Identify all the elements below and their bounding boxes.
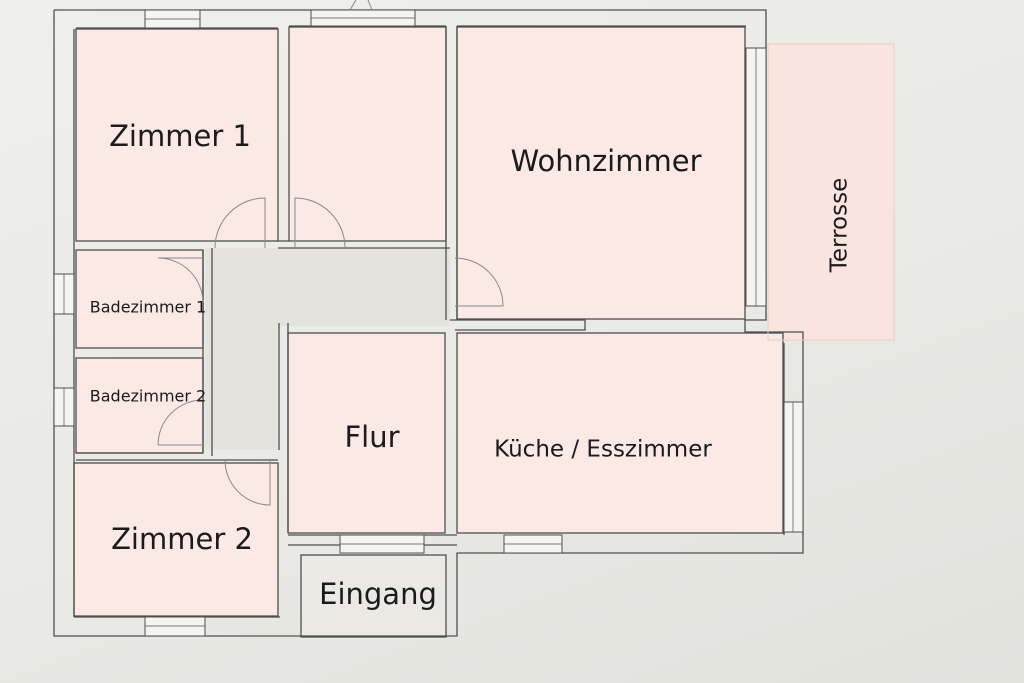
label-zimmer-2: Zimmer 2 bbox=[111, 522, 253, 556]
label-badezimmer-2: Badezimmer 2 bbox=[90, 387, 206, 406]
door-zimmer-1 bbox=[214, 197, 266, 249]
room-kueche bbox=[457, 334, 783, 533]
room-flur bbox=[289, 334, 446, 533]
walls bbox=[53, 9, 804, 638]
room-abstellraum bbox=[289, 27, 446, 241]
room-zimmer-1 bbox=[76, 29, 278, 241]
room-terrasse bbox=[768, 44, 894, 340]
door-bad-1 bbox=[157, 257, 204, 304]
room-zimmer-2 bbox=[74, 463, 278, 616]
label-zimmer-1: Zimmer 1 bbox=[109, 119, 251, 153]
door-bad-2 bbox=[157, 399, 204, 446]
door-zimmer-2 bbox=[224, 459, 271, 506]
label-flur: Flur bbox=[344, 420, 399, 454]
room-badezimmer-1 bbox=[76, 250, 203, 348]
terrace-outline bbox=[767, 43, 895, 341]
door-mittelraum bbox=[294, 197, 346, 249]
door-top-entry bbox=[349, 0, 373, 11]
window-zimmer-2 bbox=[144, 616, 206, 637]
label-wohnzimmer: Wohnzimmer bbox=[510, 144, 701, 178]
room-eingang bbox=[301, 555, 446, 637]
label-eingang: Eingang bbox=[319, 577, 437, 611]
room-badezimmer-2 bbox=[76, 358, 203, 453]
room-wohnzimmer bbox=[457, 27, 744, 319]
label-terrasse: Terrosse bbox=[827, 178, 853, 273]
hall-floor bbox=[205, 248, 450, 450]
door-wohnzimmer bbox=[454, 257, 504, 307]
label-kueche-esszimmer: Küche / Esszimmer bbox=[494, 437, 712, 463]
window-kueche bbox=[783, 401, 804, 533]
room-labels: Zimmer 1 Wohnzimmer Terrosse Badezimmer … bbox=[90, 119, 853, 611]
window-panes bbox=[63, 17, 794, 627]
room-fills bbox=[74, 27, 894, 637]
doors bbox=[157, 0, 504, 506]
label-badezimmer-1: Badezimmer 1 bbox=[90, 298, 206, 317]
